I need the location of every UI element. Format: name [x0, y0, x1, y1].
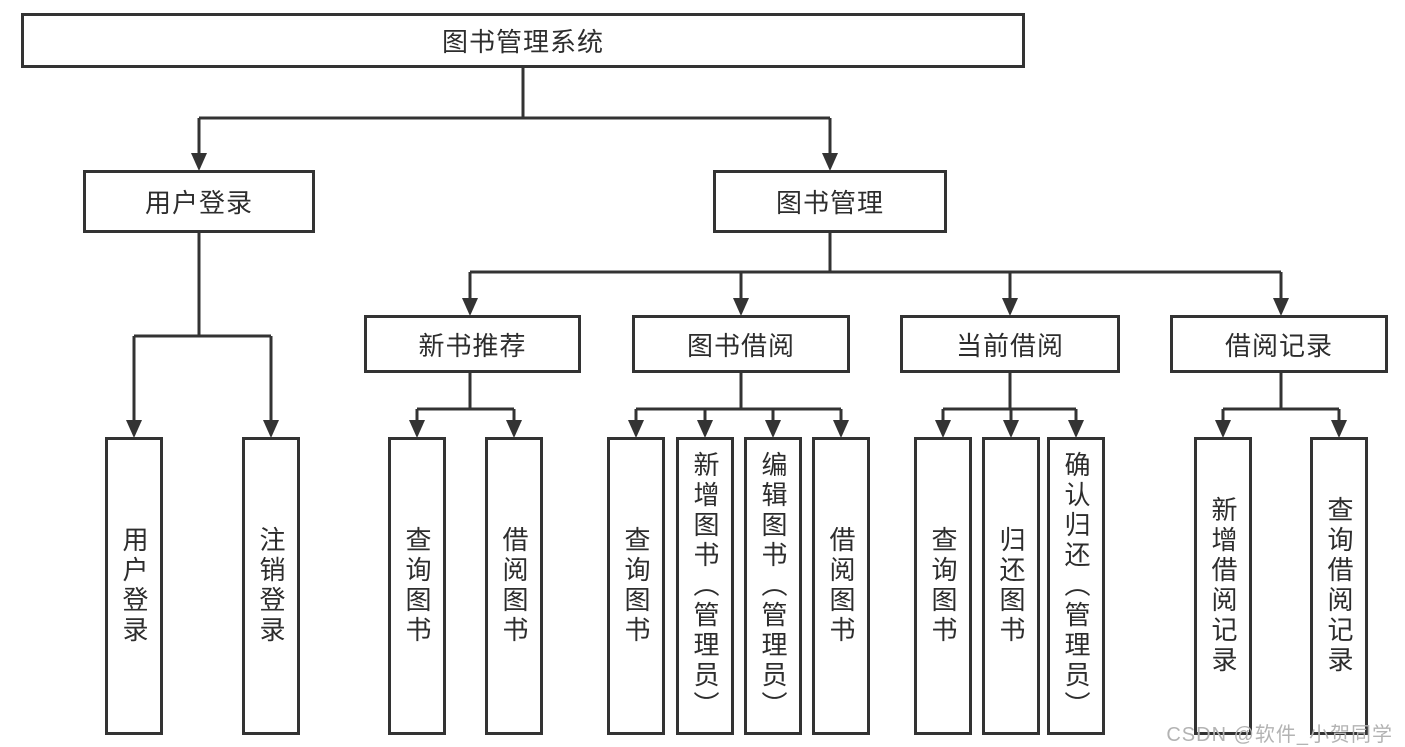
node-new-book-recommend-label: 新书推荐: [418, 330, 527, 361]
node-book-borrow-label: 图书借阅: [686, 330, 795, 361]
node-user-login-branch: 用户登录: [83, 170, 315, 233]
leaf-confirm-return-admin-label: 确认归还（管理员）: [1061, 451, 1091, 721]
leaf-confirm-return-admin: 确认归还（管理员）: [1047, 437, 1105, 735]
connector-strokes: [132, 68, 1341, 422]
node-current-borrow: 当前借阅: [900, 315, 1120, 373]
node-borrow-records-label: 借阅记录: [1224, 330, 1333, 361]
node-current-borrow-label: 当前借阅: [955, 330, 1064, 361]
node-book-management-label: 图书管理: [775, 188, 884, 218]
leaf-add-borrow-record: 新增借阅记录: [1194, 437, 1252, 735]
leaf-add-book-admin: 新增图书（管理员）: [676, 437, 734, 735]
node-book-management: 图书管理: [713, 170, 947, 233]
leaf-logout-label: 注销登录: [256, 526, 286, 646]
node-root-system: 图书管理系统: [21, 13, 1025, 68]
leaf-borrow-books: 借阅图书: [812, 437, 870, 735]
leaf-logout: 注销登录: [242, 437, 300, 735]
leaf-add-borrow-record-label: 新增借阅记录: [1208, 496, 1238, 676]
leaf-query-books-borrow: 查询图书: [607, 437, 665, 735]
leaf-return-book-label: 归还图书: [996, 526, 1026, 646]
leaf-borrow-books-recommend: 借阅图书: [485, 437, 543, 735]
node-book-borrow: 图书借阅: [632, 315, 850, 373]
leaf-query-borrow-record-label: 查询借阅记录: [1324, 496, 1354, 676]
leaf-query-books-current: 查询图书: [914, 437, 972, 735]
node-borrow-records: 借阅记录: [1170, 315, 1388, 373]
node-root-label: 图书管理系统: [441, 27, 604, 57]
leaf-add-book-admin-label: 新增图书（管理员）: [690, 451, 720, 721]
arrowhead-icons: [126, 153, 1347, 438]
leaf-borrow-books-label: 借阅图书: [826, 526, 856, 646]
leaf-borrow-books-recommend-label: 借阅图书: [499, 526, 529, 646]
leaf-edit-book-admin: 编辑图书（管理员）: [744, 437, 802, 735]
csdn-watermark: CSDN @软件_小贺同学: [1166, 724, 1393, 746]
leaf-query-books-recommend-label: 查询图书: [402, 526, 432, 646]
leaf-query-books-borrow-label: 查询图书: [621, 526, 651, 646]
leaf-user-login-label: 用户登录: [119, 526, 149, 646]
leaf-return-book: 归还图书: [982, 437, 1040, 735]
leaf-edit-book-admin-label: 编辑图书（管理员）: [758, 451, 788, 721]
node-new-book-recommend: 新书推荐: [364, 315, 581, 373]
leaf-user-login: 用户登录: [105, 437, 163, 735]
leaf-query-books-recommend: 查询图书: [388, 437, 446, 735]
leaf-query-books-current-label: 查询图书: [928, 526, 958, 646]
leaf-query-borrow-record: 查询借阅记录: [1310, 437, 1368, 735]
node-user-login-branch-label: 用户登录: [144, 188, 253, 218]
